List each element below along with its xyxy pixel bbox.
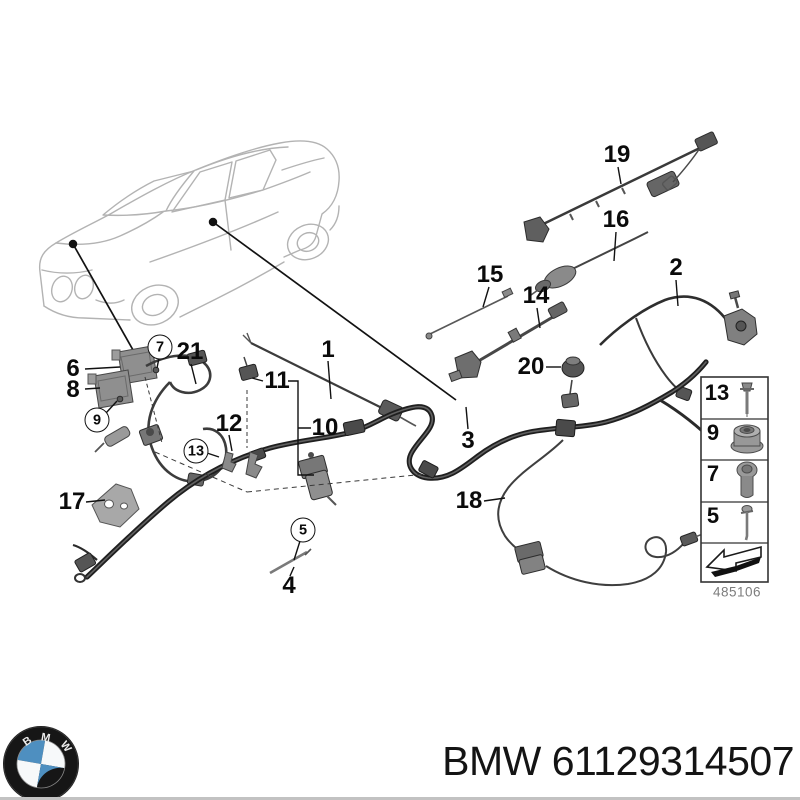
legend-label-9[interactable]: 9 [706,420,720,445]
clip-12-part [245,451,263,479]
cable-2 [599,290,758,401]
callout-19[interactable]: 19 [603,141,631,168]
module-8 [87,369,134,409]
terminal-10 [298,452,337,506]
car-pointer-lines [68,217,457,401]
clip-11 [238,356,259,381]
grommet-20 [561,356,585,409]
callout-6[interactable]: 6 [66,355,80,382]
screw-9 [116,395,124,403]
rod-4 [269,548,312,575]
cable-16 [530,231,649,296]
bracket-17 [91,483,140,528]
cable-14 [448,301,568,383]
leader-lines [84,166,679,577]
callout-7[interactable]: 7 [147,334,173,360]
self-tapping-screw-icon [740,505,754,541]
legend-box [700,376,769,583]
cable-15 [425,287,514,340]
callout-1[interactable]: 1 [321,336,335,363]
harness-19 [523,131,718,243]
callout-18[interactable]: 18 [455,487,483,514]
wire-18 [497,439,712,587]
clip-13-part [221,451,237,473]
callout-5[interactable]: 5 [290,517,316,543]
bmw-logo: B M W [3,726,79,800]
bottom-rule [0,797,800,800]
callout-10[interactable]: 10 [311,414,339,441]
construction-lines [144,376,426,493]
socket-bolt-icon [736,461,758,498]
callout-8[interactable]: 8 [66,376,80,403]
callout-20[interactable]: 20 [517,353,545,380]
callout-14[interactable]: 14 [522,282,550,309]
callout-4[interactable]: 4 [282,572,296,599]
legend-label-5[interactable]: 5 [706,503,720,528]
harness-3 [72,359,751,583]
car-outline [38,140,340,326]
flange-nut-icon [730,424,764,454]
callout-12[interactable]: 12 [215,410,243,437]
direction-arrow-icon [705,545,762,577]
legend-label-7[interactable]: 7 [706,461,720,486]
callout-3[interactable]: 3 [461,427,475,454]
diagram-image-number: 485106 [712,584,762,600]
callout-11[interactable]: 11 [264,367,290,394]
screw-7 [152,366,160,374]
expanding-rivet-icon [740,382,754,417]
callout-9[interactable]: 9 [84,407,110,433]
logo-letter-m: M [40,731,51,744]
callout-15[interactable]: 15 [476,261,504,288]
legend-label-13[interactable]: 13 [704,380,730,405]
callout-21[interactable]: 21 [176,338,204,365]
callout-17[interactable]: 17 [58,488,86,515]
callout-16[interactable]: 16 [602,206,630,233]
cable-21 [94,349,228,487]
callout-13[interactable]: 13 [183,438,209,464]
footer-part-number: BMW 61129314507 [442,738,794,784]
callout-2[interactable]: 2 [669,254,683,281]
